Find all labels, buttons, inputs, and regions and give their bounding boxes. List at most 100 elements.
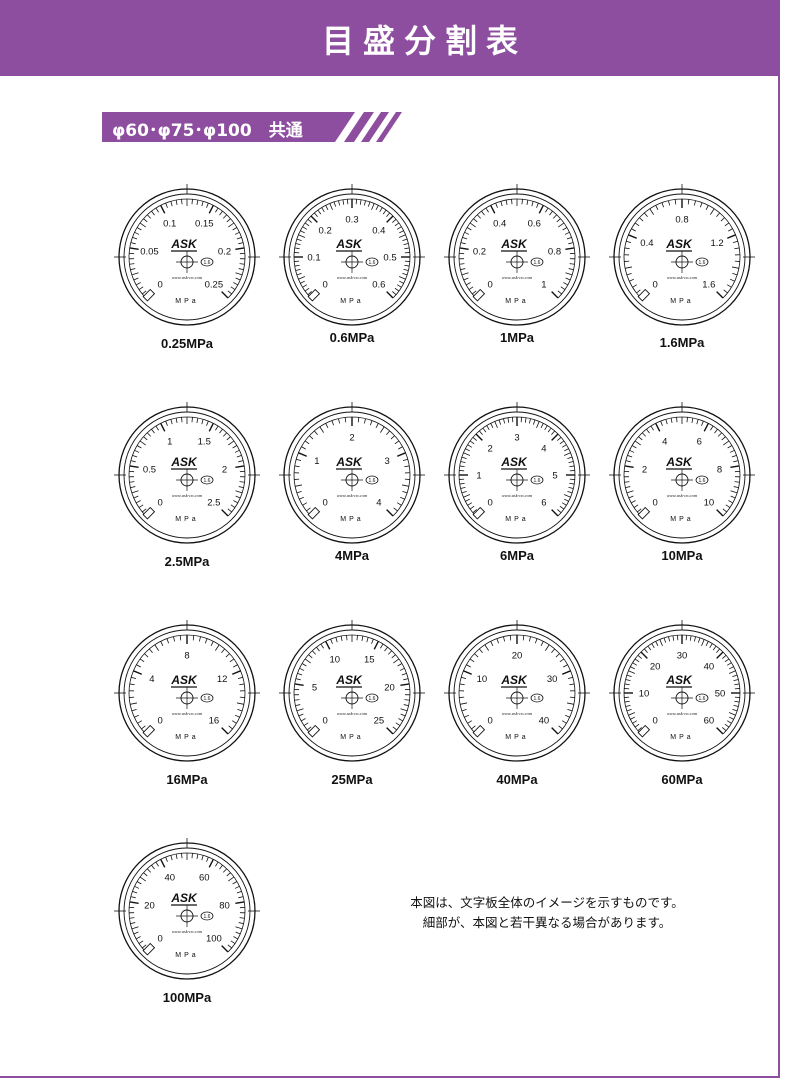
scale-minor-tick bbox=[135, 500, 141, 504]
scale-minor-tick bbox=[239, 683, 245, 686]
scale-label: 0 bbox=[652, 279, 657, 290]
scale-minor-tick bbox=[170, 419, 173, 425]
scale-label: 100 bbox=[206, 933, 222, 944]
scale-minor-tick bbox=[299, 496, 305, 500]
scale-minor-tick bbox=[558, 725, 563, 730]
scale-minor-tick bbox=[225, 653, 230, 658]
scale-minor-tick bbox=[294, 247, 300, 250]
scale-minor-tick bbox=[469, 658, 475, 663]
scale-minor-tick bbox=[691, 417, 694, 424]
gauge-caption: 25MPa bbox=[331, 772, 373, 787]
scale-minor-tick bbox=[371, 638, 374, 644]
scale-label: 1 bbox=[541, 279, 546, 290]
scale-minor-tick bbox=[709, 643, 713, 649]
scale-minor-tick bbox=[402, 458, 408, 461]
scale-minor-tick bbox=[235, 272, 243, 276]
scale-minor-tick bbox=[149, 648, 153, 653]
scale-minor-tick bbox=[307, 726, 312, 731]
scale-minor-tick bbox=[369, 420, 373, 426]
scale-minor-tick bbox=[130, 268, 136, 271]
section-label: φ60･φ75･φ100 共通 bbox=[112, 121, 303, 141]
scale-label: 0.8 bbox=[548, 247, 561, 258]
scale-minor-tick bbox=[304, 440, 310, 445]
scale-major-tick bbox=[640, 651, 648, 659]
scale-minor-tick bbox=[404, 699, 410, 701]
scale-minor-tick bbox=[230, 286, 236, 290]
scale-minor-tick bbox=[400, 713, 406, 717]
scale-minor-tick bbox=[233, 500, 239, 504]
accuracy-badge bbox=[530, 257, 544, 267]
gauge-caption: 40MPa bbox=[496, 772, 538, 787]
zero-band bbox=[142, 724, 156, 738]
scale-minor-tick bbox=[155, 207, 159, 213]
scale-major-tick bbox=[400, 683, 410, 687]
scale-label: 6 bbox=[541, 497, 546, 508]
scale-minor-tick bbox=[668, 200, 671, 206]
scale-minor-tick bbox=[382, 209, 387, 215]
scale-minor-tick bbox=[465, 448, 470, 452]
scale-minor-tick bbox=[564, 498, 569, 502]
scale-minor-tick bbox=[236, 454, 242, 458]
scale-minor-tick bbox=[524, 417, 527, 423]
scale-minor-tick bbox=[295, 268, 301, 271]
scale-minor-tick bbox=[206, 420, 209, 426]
scale-minor-tick bbox=[238, 486, 244, 489]
scale-minor-tick bbox=[230, 504, 236, 508]
scale-minor-tick bbox=[319, 426, 324, 433]
scale-label: 5 bbox=[552, 471, 557, 482]
scale-minor-tick bbox=[233, 936, 239, 940]
scale-minor-tick bbox=[697, 637, 701, 643]
scale-minor-tick bbox=[647, 645, 652, 651]
scale-minor-tick bbox=[568, 268, 574, 271]
accuracy-badge-text: 1.6 bbox=[204, 696, 211, 702]
scale-minor-tick bbox=[733, 460, 739, 463]
scale-minor-tick bbox=[231, 720, 237, 724]
scale-minor-tick bbox=[461, 490, 467, 494]
scale-minor-tick bbox=[705, 205, 709, 210]
scale-minor-tick bbox=[210, 641, 214, 646]
scale-minor-tick bbox=[387, 650, 392, 655]
scale-minor-tick bbox=[165, 420, 168, 426]
zero-band bbox=[142, 942, 156, 956]
scale-label: 0 bbox=[322, 279, 327, 290]
accuracy-badge bbox=[695, 693, 709, 703]
scale-minor-tick bbox=[699, 202, 703, 208]
scale-minor-tick bbox=[129, 917, 135, 919]
scale-minor-tick bbox=[235, 495, 241, 499]
scale-minor-tick bbox=[555, 653, 560, 658]
scale-minor-tick bbox=[296, 458, 302, 461]
scale-minor-tick bbox=[632, 662, 638, 666]
scale-minor-tick bbox=[170, 855, 173, 861]
scale-minor-tick bbox=[463, 494, 471, 498]
gauge-caption: 4MPa bbox=[335, 548, 369, 563]
scale-arc bbox=[128, 198, 246, 299]
scale-minor-tick bbox=[526, 199, 529, 206]
scale-minor-tick bbox=[295, 243, 301, 246]
scale-minor-tick bbox=[233, 282, 239, 286]
scale-minor-tick bbox=[304, 658, 311, 664]
accuracy-badge-text: 1.6 bbox=[204, 260, 211, 266]
scale-minor-tick bbox=[464, 231, 470, 235]
scale-label: 10 bbox=[329, 655, 340, 666]
scale-minor-tick bbox=[215, 425, 219, 431]
scale-minor-tick bbox=[232, 881, 238, 885]
scale-minor-tick bbox=[469, 505, 475, 510]
scale-minor-tick bbox=[143, 218, 148, 223]
scale-minor-tick bbox=[631, 228, 636, 232]
ask-logo: ASK bbox=[170, 455, 198, 469]
scale-minor-tick bbox=[634, 658, 640, 663]
scale-minor-tick bbox=[494, 421, 498, 429]
zero-band bbox=[142, 288, 156, 302]
scale-label: 0 bbox=[157, 715, 162, 726]
scale-minor-tick bbox=[661, 202, 665, 208]
scale-major-tick bbox=[221, 291, 229, 299]
scale-minor-tick bbox=[399, 280, 404, 284]
scale-major-tick bbox=[235, 247, 245, 251]
scale-label: 1 bbox=[476, 471, 481, 482]
unit-label: MPa bbox=[505, 298, 528, 305]
scale-minor-tick bbox=[314, 430, 318, 435]
scale-minor-tick bbox=[710, 425, 714, 431]
scale-major-tick bbox=[129, 247, 139, 251]
